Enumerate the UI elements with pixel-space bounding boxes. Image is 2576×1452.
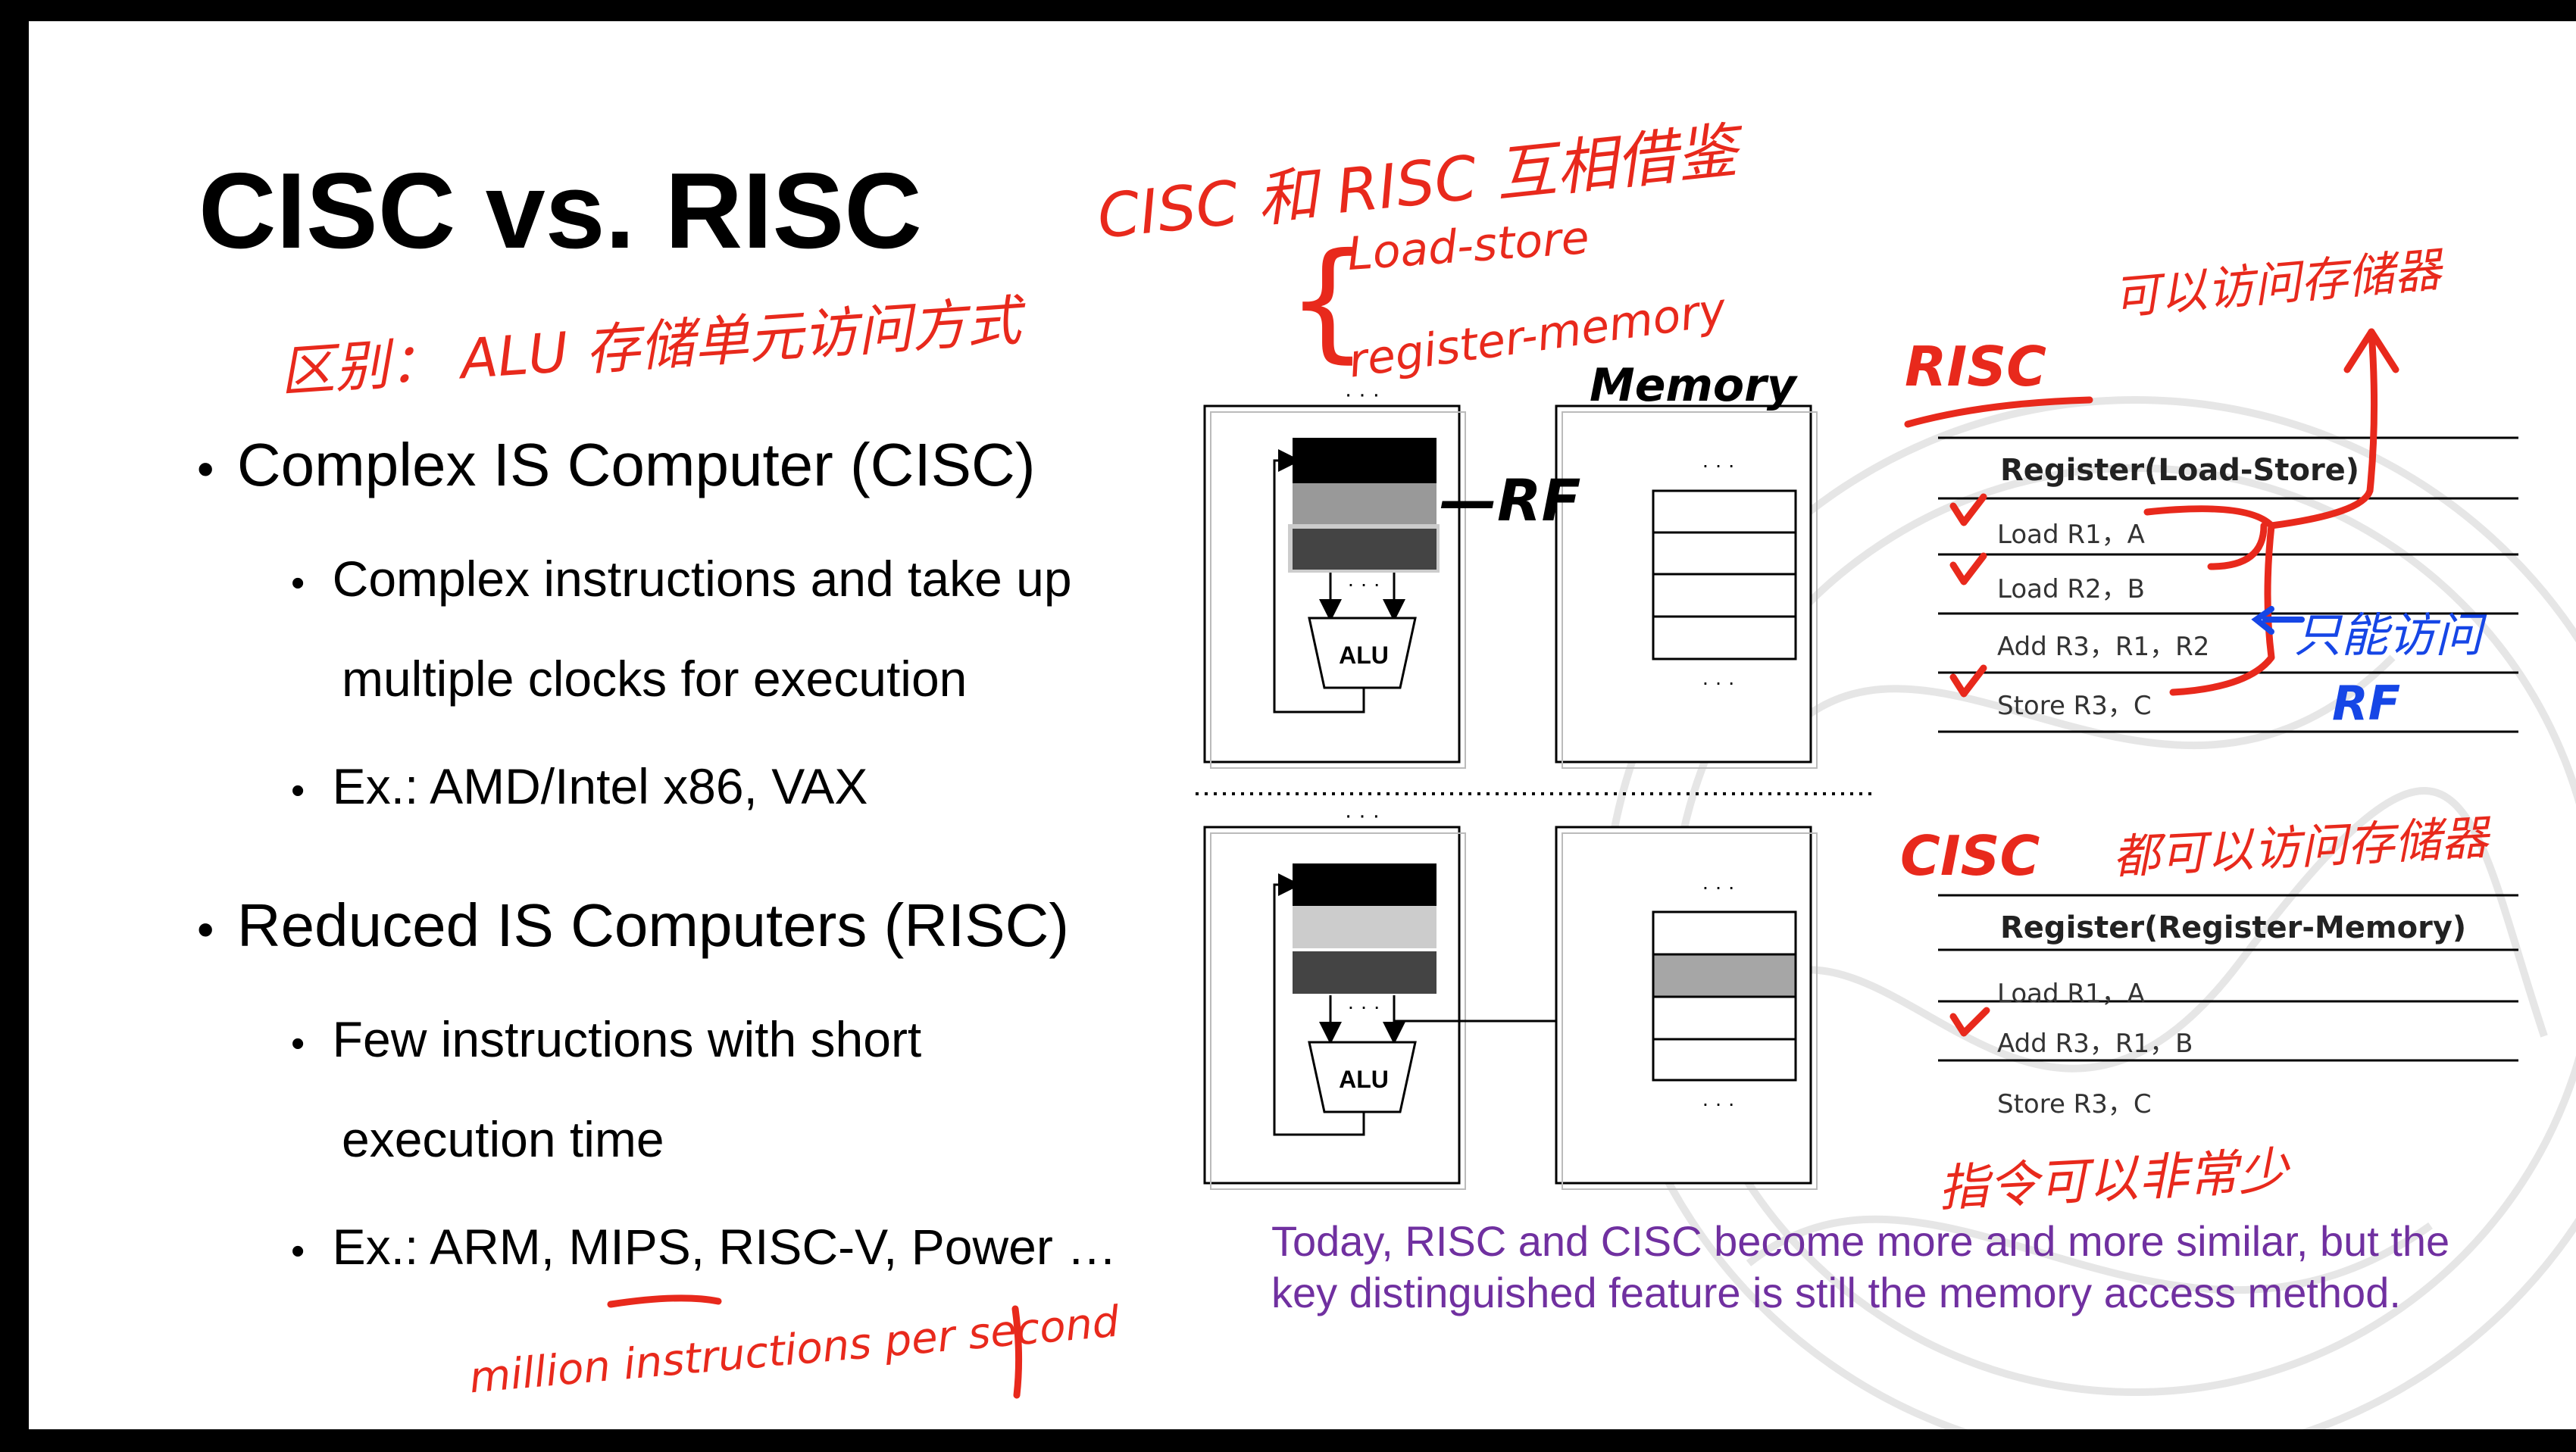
handwriting-only-access: 只能访问	[2294, 607, 2483, 663]
page-title: CISC vs. RISC	[199, 151, 922, 271]
sub-bullet-text: execution time	[342, 1111, 664, 1167]
table-row: Load R2，B	[1997, 574, 2145, 604]
bullet-cisc: • Complex IS Computer (CISC)	[197, 430, 1035, 500]
ellipsis: · · ·	[1702, 1091, 1735, 1115]
handwriting-risc: RISC	[1905, 335, 2046, 398]
bullet-risc-text: Reduced IS Computers (RISC)	[236, 891, 1070, 959]
sub-bullet-text: Complex instructions and take up	[332, 551, 1072, 607]
memory-box-risc: · · · · · ·	[1555, 404, 1818, 769]
handwriting-memory: Memory	[1590, 359, 1796, 412]
table-row: Load R1，A	[1997, 979, 2145, 1009]
bullet-dot: •	[197, 902, 214, 957]
memory-box-cisc: · · · · · ·	[1555, 826, 1818, 1190]
table-lines	[1938, 436, 2518, 1062]
ellipsis: · · ·	[1702, 453, 1735, 476]
cpu-box-cisc: · · · · · · ALU	[1203, 803, 1652, 1190]
handwriting-brace: {	[1286, 226, 1369, 376]
ellipsis: · · ·	[1345, 803, 1380, 828]
sub-bullet-text: Ex.: AMD/Intel x86, VAX	[332, 758, 868, 814]
handwriting-rf: —RF	[1440, 467, 1581, 534]
table-header-register-memory: Register(Register-Memory)	[2000, 910, 2467, 945]
sub-bullet-text: Ex.: ARM, MIPS, RISC-V, Power …	[332, 1219, 1118, 1275]
alu-shape	[1308, 617, 1417, 689]
ellipsis: · · ·	[1702, 875, 1735, 898]
sub-bullet: • Ex.: ARM, MIPS, RISC-V, Power …	[291, 1219, 1118, 1275]
alu-label: ALU	[1339, 642, 1389, 669]
sub-bullet: • Ex.: AMD/Intel x86, VAX	[291, 758, 868, 814]
alu-label: ALU	[1339, 1066, 1389, 1093]
slide: CISC vs. RISC • Complex IS Computer (CIS…	[29, 21, 2576, 1429]
sub-bullet: • Complex instructions and take up	[291, 551, 1072, 607]
table-row: Store R3，C	[1997, 691, 2152, 721]
handwriting-cisc: CISC	[1900, 824, 2040, 888]
handwriting-rf-blue: RF	[2332, 676, 2401, 731]
sub-bullet: • Few instructions with short	[291, 1011, 922, 1067]
table-row: Add R3，R1，B	[1997, 1029, 2193, 1059]
table-row: Store R3，C	[1997, 1089, 2152, 1119]
table-header-load-store: Register(Load-Store)	[2000, 453, 2360, 488]
ellipsis: · · ·	[1347, 572, 1380, 595]
architecture-diagram: · · · · · · ALU · · · · · ·	[1196, 382, 1877, 1190]
table-row: Add R3，R1，R2	[1997, 632, 2210, 662]
ink-strokes	[607, 328, 2399, 1399]
note-line: key distinguished feature is still the m…	[1271, 1269, 2401, 1316]
ellipsis: · · ·	[1702, 670, 1735, 694]
sub-bullet-text: Few instructions with short	[332, 1011, 922, 1067]
cpu-box-risc: · · · · · · ALU	[1203, 382, 1466, 769]
sub-bullet-text: multiple clocks for execution	[342, 651, 968, 707]
table-row: Load R1，A	[1997, 520, 2145, 550]
alu-shape	[1308, 1041, 1417, 1113]
bullet-dot: •	[197, 442, 214, 496]
bullet-risc: • Reduced IS Computers (RISC)	[197, 891, 1069, 960]
bullet-cisc-text: Complex IS Computer (CISC)	[236, 431, 1036, 498]
note-line: Today, RISC and CISC become more and mor…	[1271, 1217, 2450, 1265]
ellipsis: · · ·	[1347, 995, 1380, 1018]
ellipsis: · · ·	[1345, 382, 1380, 407]
